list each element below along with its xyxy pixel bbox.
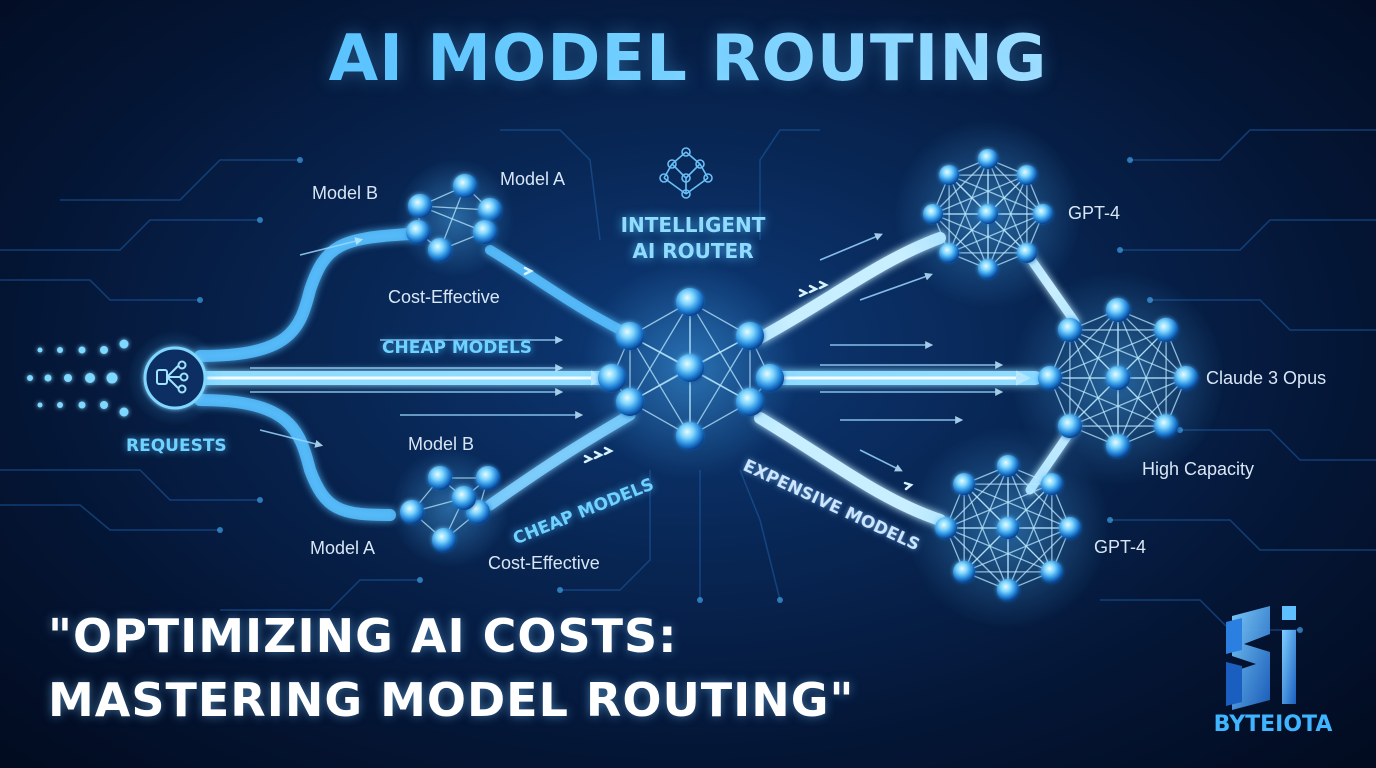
cheap-bottom-cluster <box>390 448 510 568</box>
page-title: AI MODEL ROUTING <box>0 22 1376 96</box>
cheap-top-caption: Cost-Effective <box>388 287 500 307</box>
network-node <box>1106 434 1130 458</box>
network-node <box>676 422 704 450</box>
network-node <box>997 517 1019 539</box>
network-node <box>598 364 626 392</box>
cheap-top-model-b-label: Model B <box>312 183 379 203</box>
tagline: "OPTIMIZING AI COSTS: MASTERING MODEL RO… <box>48 604 855 732</box>
cheap-top-model-a-label: Model A <box>500 169 566 189</box>
network-hub-icon <box>156 360 189 394</box>
byteiota-logo <box>1226 606 1296 710</box>
expensive-bottom-cluster <box>906 426 1110 630</box>
network-node <box>453 174 477 198</box>
router-cluster <box>580 260 800 480</box>
network-node <box>1016 242 1037 263</box>
cheap-models-mid-label: CHEAP MODELS <box>382 338 533 358</box>
expensive-top-cluster <box>893 119 1083 309</box>
tagline-line1: "OPTIMIZING AI COSTS: <box>48 609 678 663</box>
network-node <box>997 579 1019 601</box>
network-node <box>736 388 764 416</box>
tagline-line2: MASTERING MODEL ROUTING" <box>48 673 855 727</box>
request-particles <box>27 339 129 417</box>
network-node <box>1154 317 1179 342</box>
network-node <box>736 322 764 350</box>
path-to-cheap-bottom <box>194 394 396 521</box>
network-node <box>473 220 497 244</box>
network-node <box>1016 165 1037 186</box>
network-node <box>676 354 704 382</box>
router-title: INTELLIGENT AI ROUTER <box>598 212 788 264</box>
network-node <box>400 500 424 524</box>
network-node <box>978 204 998 224</box>
network-node <box>756 364 784 392</box>
network-node <box>1038 366 1062 390</box>
network-node <box>616 322 644 350</box>
network-node <box>939 165 960 186</box>
network-node <box>978 259 998 279</box>
network-node <box>428 238 452 262</box>
circuit-dots <box>197 157 1303 633</box>
network-node <box>616 388 644 416</box>
cheap-top-cluster <box>395 158 515 278</box>
expensive-bottom-label: GPT-4 <box>1094 537 1147 557</box>
expensive-mid-cluster <box>1010 270 1226 486</box>
network-node <box>1057 414 1082 439</box>
requests-label: REQUESTS <box>126 436 227 456</box>
network-node <box>923 204 943 224</box>
network-node <box>953 560 976 583</box>
cheap-bottom-model-a-label: Model A <box>310 538 376 558</box>
chevron-marks <box>523 266 914 491</box>
network-node <box>939 242 960 263</box>
network-node <box>1106 298 1130 322</box>
expensive-networks <box>893 119 1226 630</box>
neural-network-icon <box>659 147 713 199</box>
network-node <box>476 466 500 490</box>
network-node <box>953 473 976 496</box>
network-node <box>1154 414 1179 439</box>
network-node <box>478 198 502 222</box>
router-title-line1: INTELLIGENT <box>620 213 766 237</box>
requests-hub <box>127 330 223 426</box>
expensive-mid-label: Claude 3 Opus <box>1206 368 1327 388</box>
network-node <box>1040 473 1063 496</box>
network-node <box>452 486 476 510</box>
network-node <box>1174 366 1198 390</box>
network-node <box>428 466 452 490</box>
network-node <box>432 528 456 552</box>
expensive-top-label: GPT-4 <box>1068 203 1121 223</box>
network-node <box>978 149 998 169</box>
network-node <box>1040 560 1063 583</box>
thin-arrows <box>250 233 1004 472</box>
network-node <box>406 220 430 244</box>
brand-name: BYTEIOTA <box>1213 712 1333 737</box>
network-node <box>1033 204 1053 224</box>
cheap-bottom-caption: Cost-Effective <box>488 553 600 573</box>
network-node <box>935 517 957 539</box>
router-title-line2: AI ROUTER <box>632 239 754 263</box>
expensive-mid-caption: High Capacity <box>1142 459 1255 479</box>
circuit-background <box>0 129 1376 631</box>
network-node <box>676 288 704 316</box>
model-networks <box>390 158 800 568</box>
network-node <box>408 194 432 218</box>
network-node <box>1057 317 1082 342</box>
network-node <box>997 455 1019 477</box>
cheap-bottom-model-b-label: Model B <box>408 434 475 454</box>
network-node <box>1059 517 1081 539</box>
network-node <box>1106 366 1130 390</box>
path-to-cheap-top <box>194 228 416 362</box>
